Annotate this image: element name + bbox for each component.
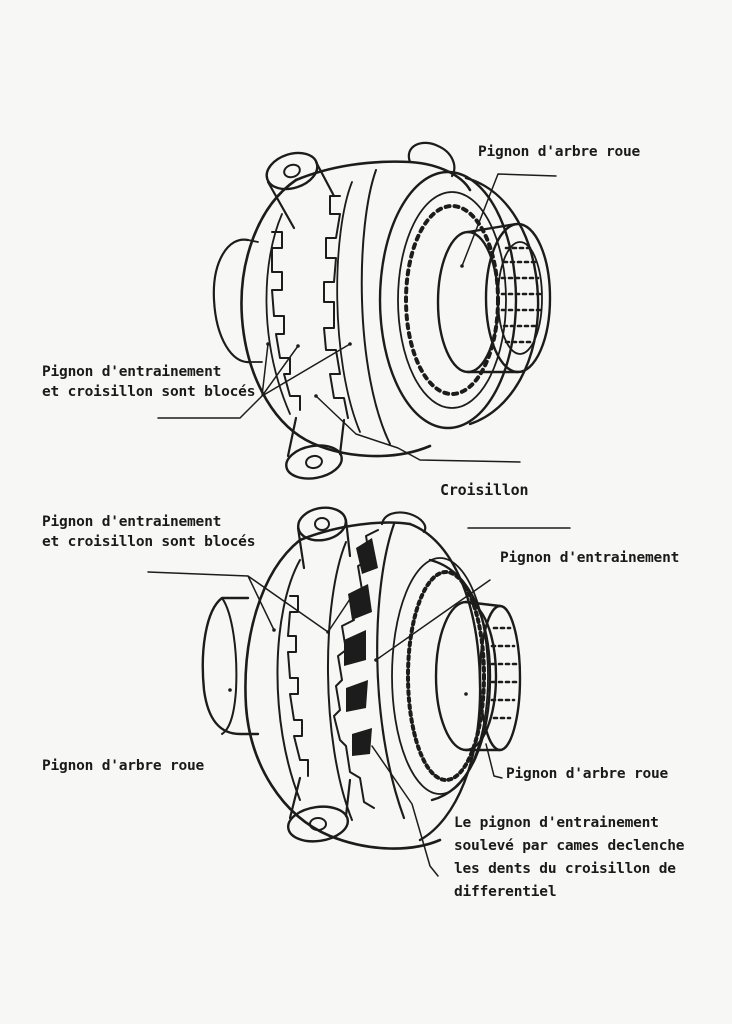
top-label-pignon-croisillon: Pignon d'entrainement et croisillon sont… xyxy=(42,364,256,400)
bottom-label-pignon-arbre-roue-left: Pignon d'arbre roue xyxy=(42,758,205,774)
bottom-label-pignon-arbre-roue-right: Pignon d'arbre roue xyxy=(506,766,669,782)
bottom-lower-pin xyxy=(286,805,350,843)
top-gear-teeth-ring xyxy=(404,204,500,396)
top-label-croisillon: Croisillon xyxy=(440,481,529,499)
bottom-leader-pignon-arbre-right xyxy=(485,743,503,779)
top-gear-face xyxy=(378,170,518,430)
bottom-shaft-splines xyxy=(478,604,522,752)
bottom-leader-pignon-entrainement xyxy=(375,579,491,661)
top-leader-pignon-croisillon xyxy=(157,343,351,419)
top-cam-teeth-left xyxy=(271,231,301,411)
bottom-label-cams-description: Le pignon d'entrainement soulevé par cam… xyxy=(454,815,685,900)
top-right-pin xyxy=(407,141,456,178)
bottom-differential-assembly xyxy=(147,506,571,877)
top-shaft-hub xyxy=(436,230,500,374)
top-cam-teeth-right xyxy=(323,195,349,419)
top-leader-croisillon xyxy=(315,395,521,463)
bottom-right-pin xyxy=(380,511,427,534)
top-left-hub xyxy=(212,238,252,364)
bottom-label-pignon-entrainement: Pignon d'entrainement xyxy=(500,550,680,566)
top-leader-pignon-arbre xyxy=(461,173,557,267)
top-differential-assembly xyxy=(157,141,557,480)
bottom-dark-cam-teeth xyxy=(344,538,378,756)
bottom-leader-cams xyxy=(371,745,439,877)
bottom-gear-teeth-ring xyxy=(406,570,486,782)
top-lower-pin xyxy=(285,444,343,480)
top-shaft-splines xyxy=(484,222,552,374)
bottom-label-pignon-croisillon: Pignon d'entrainement et croisillon sont… xyxy=(42,514,256,550)
top-label-pignon-arbre-roue: Pignon d'arbre roue xyxy=(478,144,641,160)
bottom-leader-pignon-croisillon xyxy=(147,571,353,633)
top-body-outline xyxy=(240,178,432,458)
bottom-body-outline xyxy=(244,538,442,850)
bottom-cam-teeth-left xyxy=(287,595,309,777)
